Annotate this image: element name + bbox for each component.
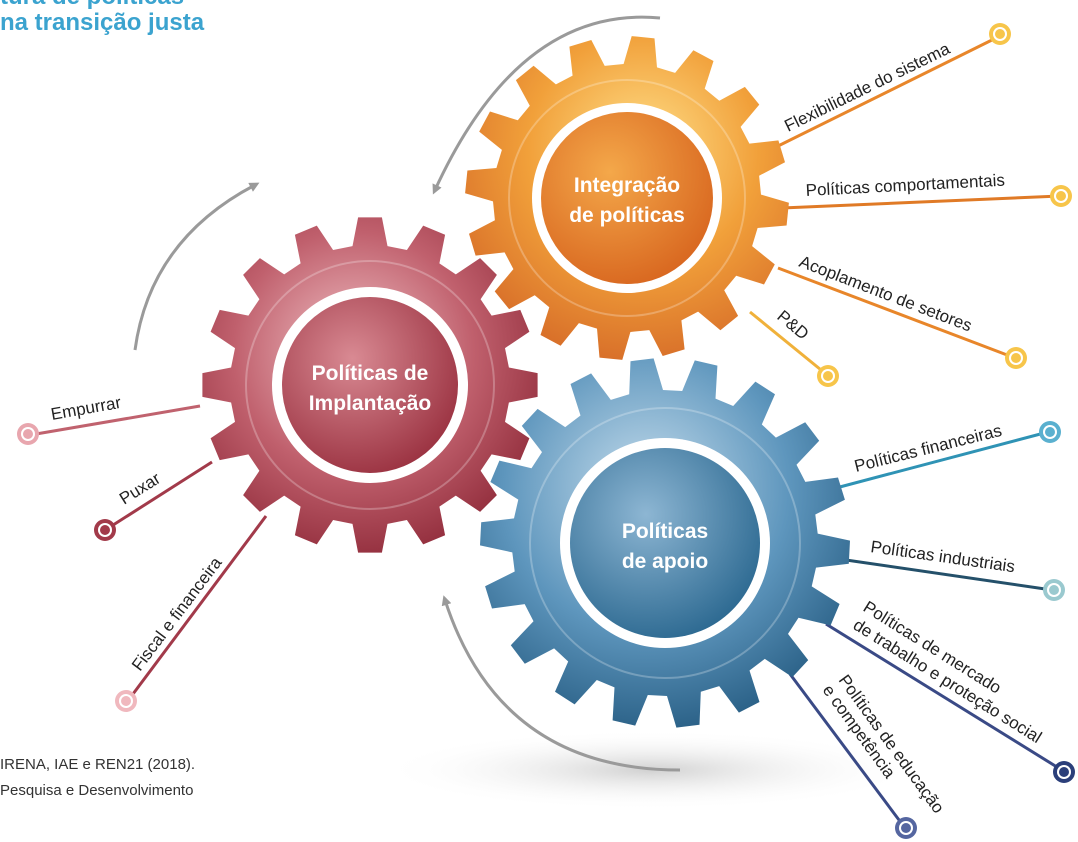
title-line-2: na transição justa	[0, 9, 205, 36]
terminal-dots	[17, 23, 1075, 839]
dot-puxar	[94, 519, 116, 541]
line-fiscal	[128, 515, 268, 699]
dot-mercado	[1053, 761, 1075, 783]
dot-acoplamento	[1005, 347, 1027, 369]
title-line-1: tura de políticas	[0, 0, 204, 10]
gear-apoio-label-2: de apoio	[622, 550, 708, 573]
line-pd	[749, 310, 827, 376]
dot-fiscal	[115, 690, 137, 712]
line-acoplamento	[777, 266, 1016, 360]
dot-empurrar	[17, 423, 39, 445]
label-puxar: Puxar	[116, 469, 164, 509]
label-pd: P&D	[773, 307, 812, 344]
label-flexibilidade: Flexibilidade do sistema	[781, 39, 953, 136]
gear-integracao-ring	[508, 79, 746, 317]
gear-integracao-label-2: de políticas	[569, 204, 685, 227]
line-educacao	[788, 673, 907, 829]
label-fiscal: Fiscal e financeira	[128, 553, 226, 674]
source-line-2: Pesquisa e Desenvolvimento	[0, 782, 194, 799]
label-empurrar: Empurrar	[49, 393, 122, 424]
gear-implantacao-label-2: Implantação	[309, 392, 432, 415]
label-comportamentais: Políticas comportamentais	[805, 171, 1005, 200]
line-mercado	[825, 622, 1066, 774]
source-note: IRENA, IAE e REN21 (2018). Pesquisa e De…	[0, 752, 195, 804]
gear-apoio: Políticas de apoio	[480, 358, 850, 728]
line-puxar	[109, 460, 213, 529]
gear-implantacao-label-1: Políticas de	[312, 362, 429, 385]
gear-implantacao-ring	[245, 260, 495, 510]
dot-comportamentais	[1050, 185, 1072, 207]
label-acoplamento: Acoplamento de setores	[797, 252, 975, 335]
label-industriais: Políticas industriais	[869, 537, 1016, 576]
gear-integracao-label-1: Integração	[574, 174, 680, 197]
gear-apoio-ring	[529, 407, 801, 679]
gear-integracao: Integração de políticas	[465, 36, 789, 360]
line-financeiras	[835, 430, 1049, 490]
arrow-bottom	[441, 595, 681, 772]
line-empurrar	[35, 404, 201, 436]
gear-apoio-hub	[570, 448, 760, 638]
line-comportamentais	[781, 194, 1061, 210]
dot-industriais	[1043, 579, 1065, 601]
dot-flexibilidade	[989, 23, 1011, 45]
gear-implantacao: Políticas de Implantação	[202, 217, 538, 553]
source-line-1: IRENA, IAE e REN21 (2018).	[0, 756, 196, 773]
arrow-left	[133, 182, 260, 351]
gear-apoio-label-1: Políticas	[622, 520, 708, 543]
gear-implantacao-hub	[282, 297, 458, 473]
line-industriais	[845, 558, 1053, 592]
dot-financeiras	[1039, 421, 1061, 443]
line-flexibilidade	[769, 34, 1001, 152]
page-title: tura de políticas na transição justa	[0, 0, 204, 36]
arrow-top	[432, 15, 661, 195]
dot-educacao	[895, 817, 917, 839]
dot-pd	[817, 365, 839, 387]
gear-integracao-hub	[541, 112, 713, 284]
